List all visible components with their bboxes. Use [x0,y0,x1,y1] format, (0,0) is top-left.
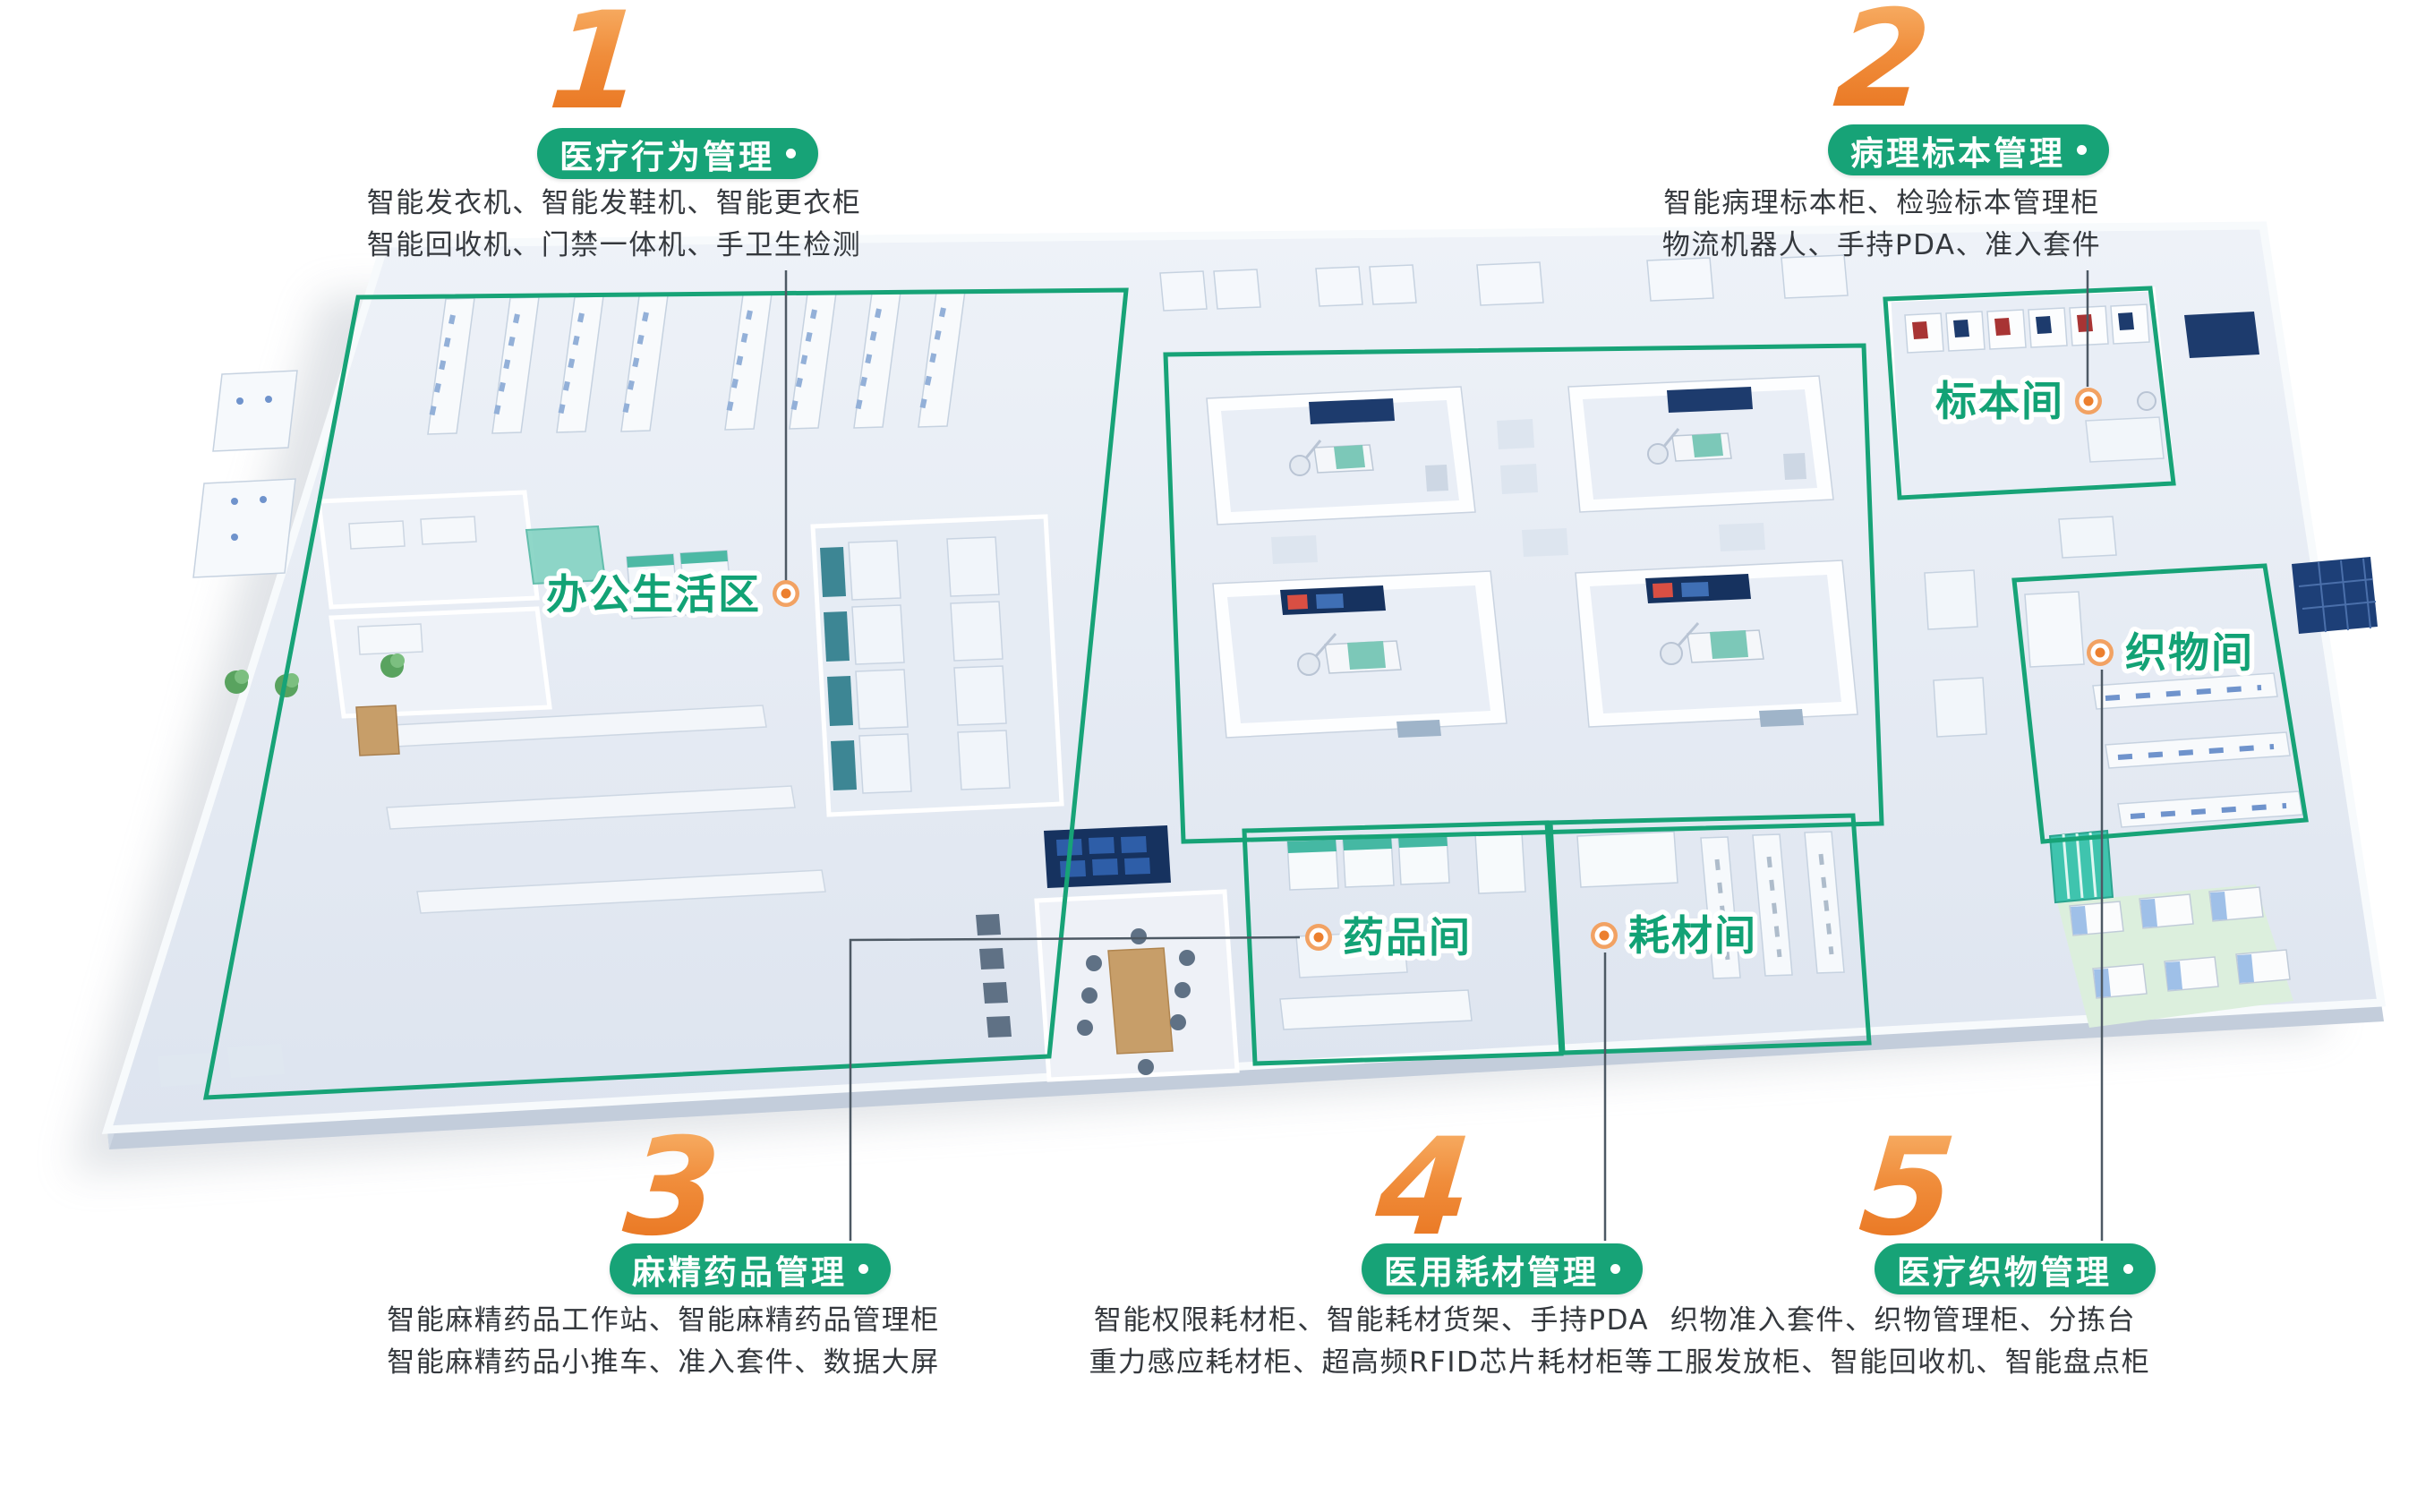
callout-4-title: 医用耗材管理 [1362,1243,1643,1294]
room-label-textile: 织物间 [2125,628,2254,677]
pill-dot-icon [2123,1264,2133,1274]
callout-5-number: 5 [1841,1110,1969,1266]
desc-line: 智能发衣机、智能发鞋机、智能更衣柜 [366,187,862,219]
callout-5-desc: 织物准入套件、织物管理柜、分拣台 工服发放柜、智能回收机、智能盘点柜 [1635,1300,2172,1384]
pill-dot-icon [858,1264,868,1274]
room-label-specimen: 标本间 [1935,377,2064,425]
corridor-cabinets-top [1159,254,1849,312]
pill-dot-icon [2077,145,2087,155]
room-label-consumables: 耗材间 [1628,911,1757,960]
callout-3-desc: 智能麻精药品工作站、智能麻精药品管理柜 智能麻精药品小推车、准入套件、数据大屏 [359,1300,968,1384]
room-label-pharmacy: 药品间 [1343,913,1472,961]
callout-2-desc: 智能病理标本柜、检验标本管理柜 物流机器人、手持PDA、准入套件 [1631,183,2132,267]
consumables-room-furniture [1576,831,1845,979]
zone-outline-textile [2011,563,2309,844]
pharmacy-room-furniture [1279,832,1526,1030]
location-marker-office [773,580,799,607]
callout-2-number: 2 [1816,0,1944,138]
callout-3-number: 3 [606,1110,734,1266]
desc-line: 重力感应耗材柜、超高频RFID芯片耗材柜等 [1089,1346,1654,1379]
desc-line: 智能麻精药品工作站、智能麻精药品管理柜 [387,1304,940,1337]
specimen-room-furniture [1886,286,2259,559]
callout-3-title: 麻精药品管理 [610,1243,891,1294]
desc-line: 智能权限耗材柜、智能耗材货架、手持PDA [1093,1304,1650,1337]
desc-line: 物流机器人、手持PDA、准入套件 [1661,229,2102,261]
location-marker-specimen [2075,388,2102,414]
callout-2-title-text: 病理标本管理 [1850,133,2065,173]
location-marker-pharmacy [1305,924,1332,951]
ward-area [2048,829,2293,1028]
leader-lines [784,270,2104,1241]
office-zone-furniture [158,290,966,1087]
callout-4-title-text: 医用耗材管理 [1384,1252,1599,1292]
callout-1-desc: 智能发衣机、智能发鞋机、智能更衣柜 智能回收机、门禁一体机、手卫生检测 [319,183,910,267]
desc-line: 智能回收机、门禁一体机、手卫生检测 [366,229,862,261]
callout-1-title: 医疗行为管理 [537,128,818,179]
zone-outline-operating [1163,343,1884,844]
desc-line: 工服发放柜、智能回收机、智能盘点柜 [1655,1346,2151,1379]
corridor-cabinets-right [1924,569,1987,738]
room-label-office: 办公生活区 [546,570,761,619]
leader-line-3 [849,935,1301,1241]
shower-block [810,514,1064,817]
callout-2-title: 病理标本管理 [1828,124,2109,175]
desc-line: 智能病理标本柜、检验标本管理柜 [1663,187,2100,219]
callout-3-title-text: 麻精药品管理 [632,1252,847,1292]
zone-outline-consumables [1548,813,1872,1055]
callout-1-title-text: 医疗行为管理 [559,137,774,176]
desc-line: 智能麻精药品小推车、准入套件、数据大屏 [387,1346,940,1379]
callout-5-title: 医疗织物管理 [1875,1243,2156,1294]
zone-outline-office [202,287,1129,1100]
pill-dot-icon [1610,1264,1620,1274]
location-marker-textile [2087,639,2114,666]
operating-rooms [1206,375,1858,739]
zone-outline-specimen [1883,286,2176,500]
desc-line: 织物准入套件、织物管理柜、分拣台 [1670,1304,2136,1337]
callout-1-number: 1 [531,0,659,140]
textile-room-furniture [2024,557,2378,828]
callout-4-desc: 智能权限耗材柜、智能耗材货架、手持PDA 重力感应耗材柜、超高频RFID芯片耗材… [1076,1300,1667,1384]
location-marker-consumables [1591,922,1618,949]
pill-dot-icon [786,149,796,158]
callout-4-number: 4 [1358,1110,1486,1266]
callout-5-title-text: 医疗织物管理 [1897,1252,2112,1292]
